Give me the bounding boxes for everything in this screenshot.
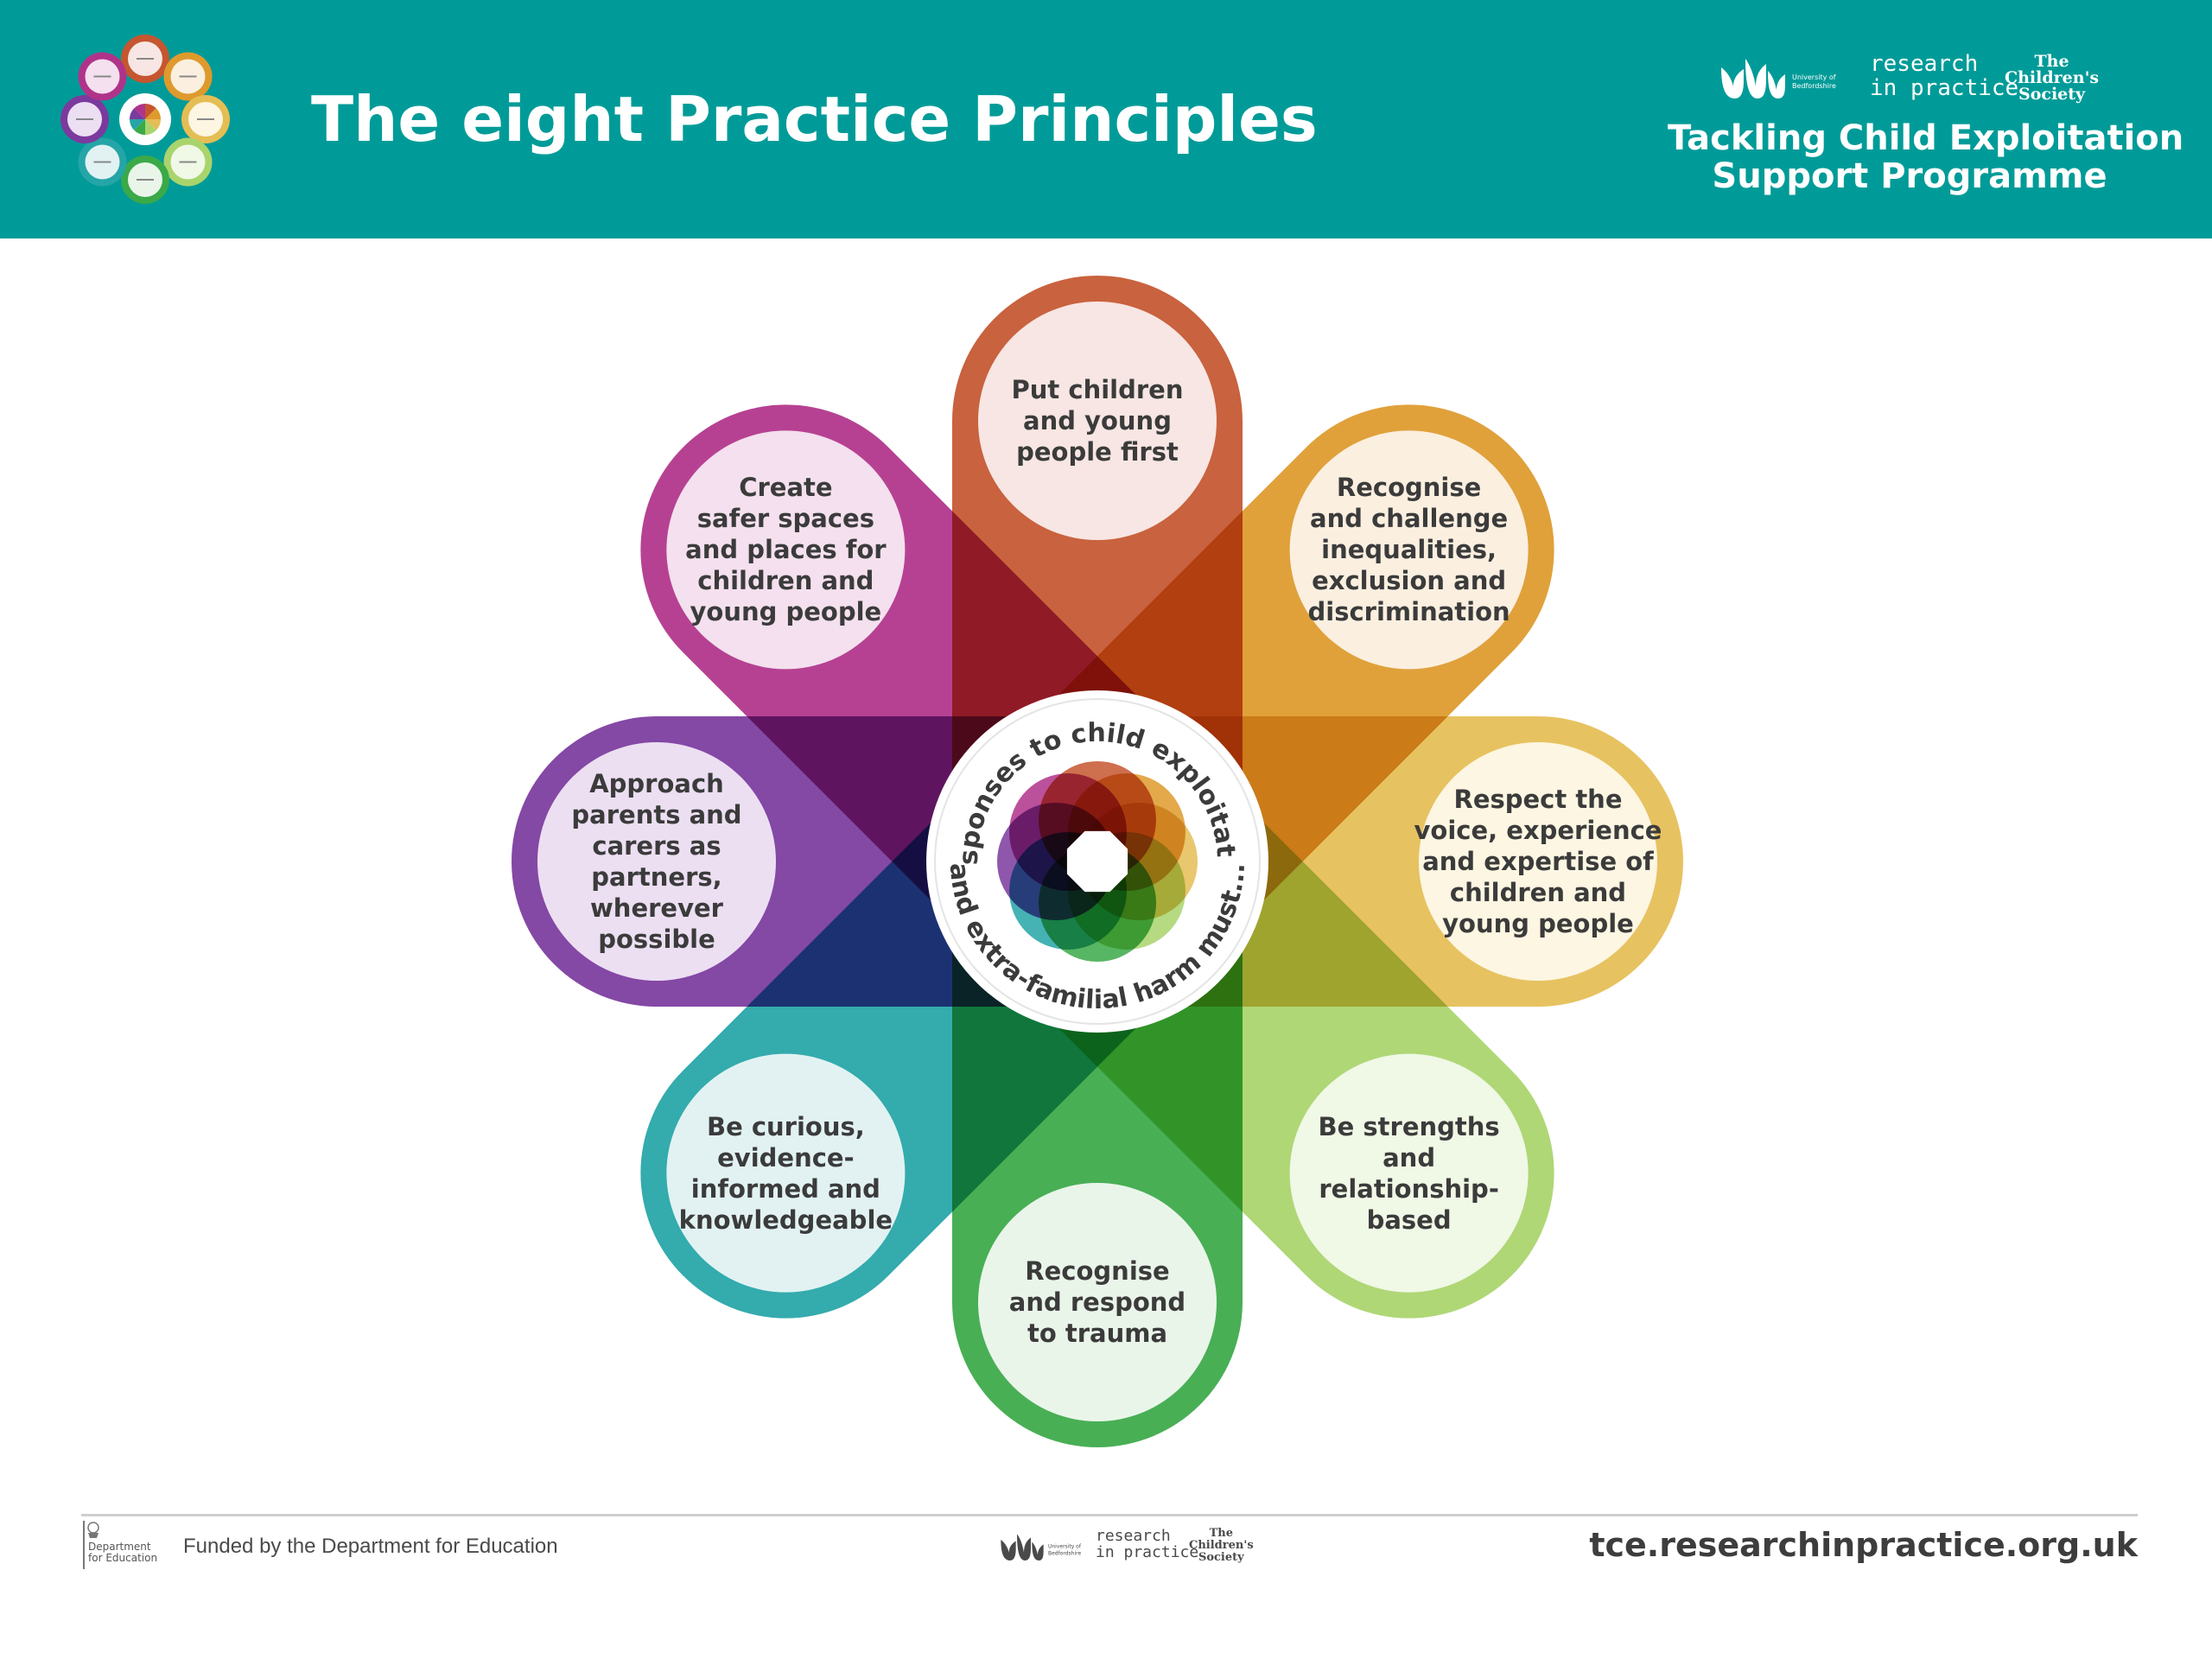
- logo-center-segment: [145, 119, 156, 135]
- logo-center-segment: [130, 108, 145, 119]
- svg-text:Bedfordshire: Bedfordshire: [1048, 1550, 1082, 1556]
- royal-crest-icon: [83, 1521, 99, 1569]
- logo-center-segment: [134, 119, 145, 135]
- petal-label-parents-carers-partners: Approach parents and carers as partners,…: [571, 769, 742, 954]
- logo-center-segment: [145, 104, 156, 119]
- petal-recognise-challenge-inequalities-circle: [1289, 430, 1529, 670]
- petal-label-respect-voice: Respect the voice, experience and expert…: [1414, 785, 1662, 938]
- footer-divider: [81, 1514, 2138, 1516]
- petal-strengths-relationship-based-circle: [1289, 1053, 1529, 1293]
- footer-childrens-society-logo: The Children's Society: [1189, 1527, 1254, 1564]
- petal-safer-spaces-circle: [666, 430, 906, 670]
- footer-partner-logos: University of Bedfordshire research in p…: [985, 1521, 1262, 1573]
- petal-label-recognise-challenge-inequalities: Recognise and challenge inequalities, ex…: [1307, 473, 1510, 627]
- svg-text:University of: University of: [1048, 1543, 1082, 1549]
- center-core-border: [984, 748, 1211, 975]
- logo-center-segment: [130, 119, 145, 130]
- uob-logo-text: University of: [1792, 73, 1836, 81]
- footer-research-in-practice-logo: research in practice: [1096, 1527, 1199, 1561]
- petal-parents-carers-partners-circle: [537, 742, 776, 981]
- programme-title: Tackling Child Exploitation Support Prog…: [1668, 118, 2184, 196]
- petal-label-strengths-relationship-based: Be strengths and relationship- based: [1318, 1111, 1500, 1235]
- research-in-practice-logo: research in practice: [1870, 51, 2019, 101]
- flower-logo-icon: [60, 35, 230, 204]
- center-core-octagon: [1066, 830, 1128, 893]
- funded-by-text: Funded by the Department for Education: [183, 1535, 558, 1558]
- logo-center-segment: [134, 104, 145, 119]
- header-banner: The eight Practice Principles University…: [0, 0, 2212, 238]
- university-of-bedfordshire-logo-icon: University of Bedfordshire: [1721, 59, 1836, 99]
- page-title: The eight Practice Principles: [311, 83, 1318, 156]
- petal-label-be-curious: Be curious, evidence- informed and knowl…: [678, 1111, 893, 1235]
- partner-logos: University of Bedfordshire research in p…: [1668, 45, 2152, 105]
- logo-center-segment: [145, 119, 161, 130]
- svg-text:Bedfordshire: Bedfordshire: [1792, 82, 1836, 90]
- petal-be-curious-circle: [666, 1053, 906, 1293]
- petal-label-respond-to-trauma: Recognise and respond to trauma: [1008, 1256, 1186, 1348]
- dfe-name: Department for Education: [88, 1541, 158, 1564]
- petal-respond-to-trauma-circle: [978, 1183, 1217, 1421]
- childrens-society-logo: The Children's Society: [2005, 52, 2100, 104]
- petal-label-safer-spaces: Create safer spaces and places for child…: [685, 473, 887, 627]
- logo-center-segment: [145, 108, 161, 119]
- university-of-bedfordshire-logo-icon: University of Bedfordshire: [1001, 1534, 1082, 1560]
- center-ring-outline: [934, 698, 1261, 1025]
- brand-block: University of Bedfordshire research in p…: [1668, 45, 2184, 218]
- petal-respect-voice-circle: [1419, 742, 1657, 981]
- petal-label-put-children-first: Put children and young people first: [1011, 375, 1184, 467]
- petal-put-children-first-circle: [978, 302, 1217, 540]
- website-url[interactable]: tce.researchinpractice.org.uk: [1589, 1526, 2138, 1564]
